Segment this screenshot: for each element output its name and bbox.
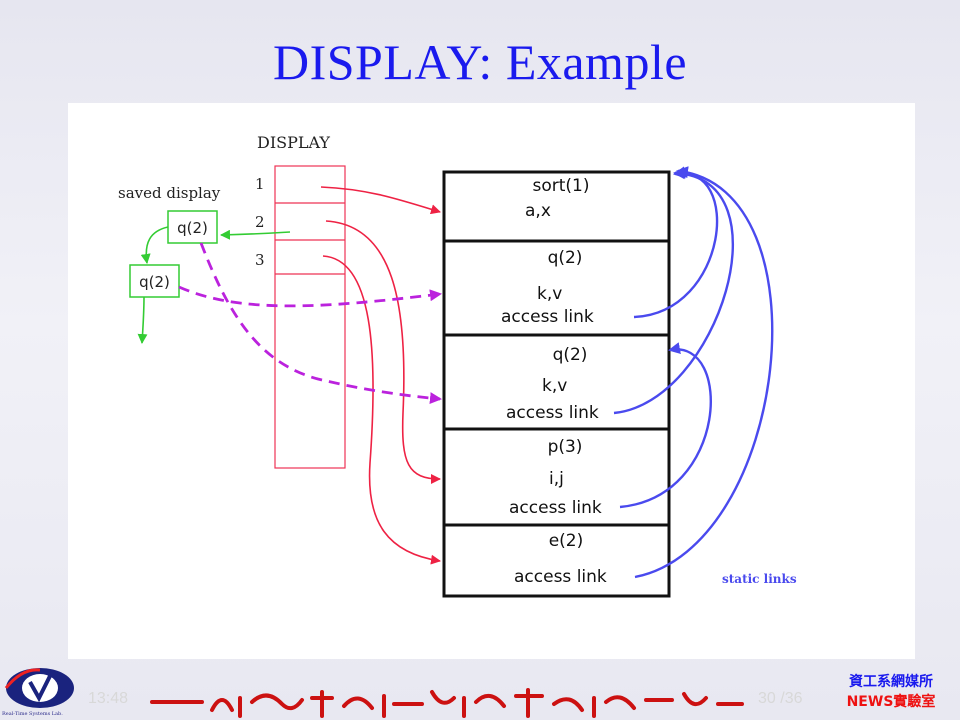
frame-2-vars: k,v [537,284,562,304]
slide-page-number: 30 /36 [758,690,803,707]
department-label: 資工系網媒所 NEWS實驗室 [822,672,960,712]
diagram-canvas: DISPLAY 1 2 3 saved display q(2) q(2) [118,133,797,598]
frame-2-name: q(2) [548,248,583,268]
activation-stack [442,170,671,598]
display-row-1: 1 [255,175,265,193]
static-link-arrows [613,166,774,579]
lab-logo [4,668,74,708]
frame-2-access: access link [501,307,594,327]
display-pointers [320,186,441,565]
frame-5-name: e(2) [549,531,584,551]
frame-5-access: access link [514,567,607,587]
frame-4-vars: i,j [549,469,564,489]
frame-1-name: sort(1) [533,176,590,196]
saved-display-label: saved display [118,184,221,202]
saved-box-2-label: q(2) [139,273,170,291]
frame-3-access: access link [506,403,599,423]
static-links-label: static links [722,572,797,586]
display-diagram: DISPLAY 1 2 3 saved display q(2) q(2) [68,103,915,659]
footer-banner [150,688,744,718]
display-array [274,165,346,469]
saved-box-1 [167,210,218,244]
frame-3-name: q(2) [553,345,588,365]
saved-box-2 [129,264,180,298]
slide-title: DISPLAY: Example [272,34,688,90]
display-label: DISPLAY [257,133,330,152]
saved-display-arrows [137,226,291,344]
slide-time: 13:48 [88,690,129,707]
frame-3-vars: k,v [542,376,567,396]
department-line-1: 資工系網媒所 [849,674,933,690]
frame-4-name: p(3) [548,437,583,457]
saved-box-1-label: q(2) [177,219,208,237]
display-row-2: 2 [255,213,265,231]
frame-1-vars: a,x [525,201,551,221]
saved-display-pointers [178,242,442,405]
lab-logo-caption: Real-Time Systems Lab. [2,711,63,717]
frame-4-access: access link [509,498,602,518]
department-line-2: NEWS實驗室 [846,694,936,710]
display-row-3: 3 [255,251,265,269]
